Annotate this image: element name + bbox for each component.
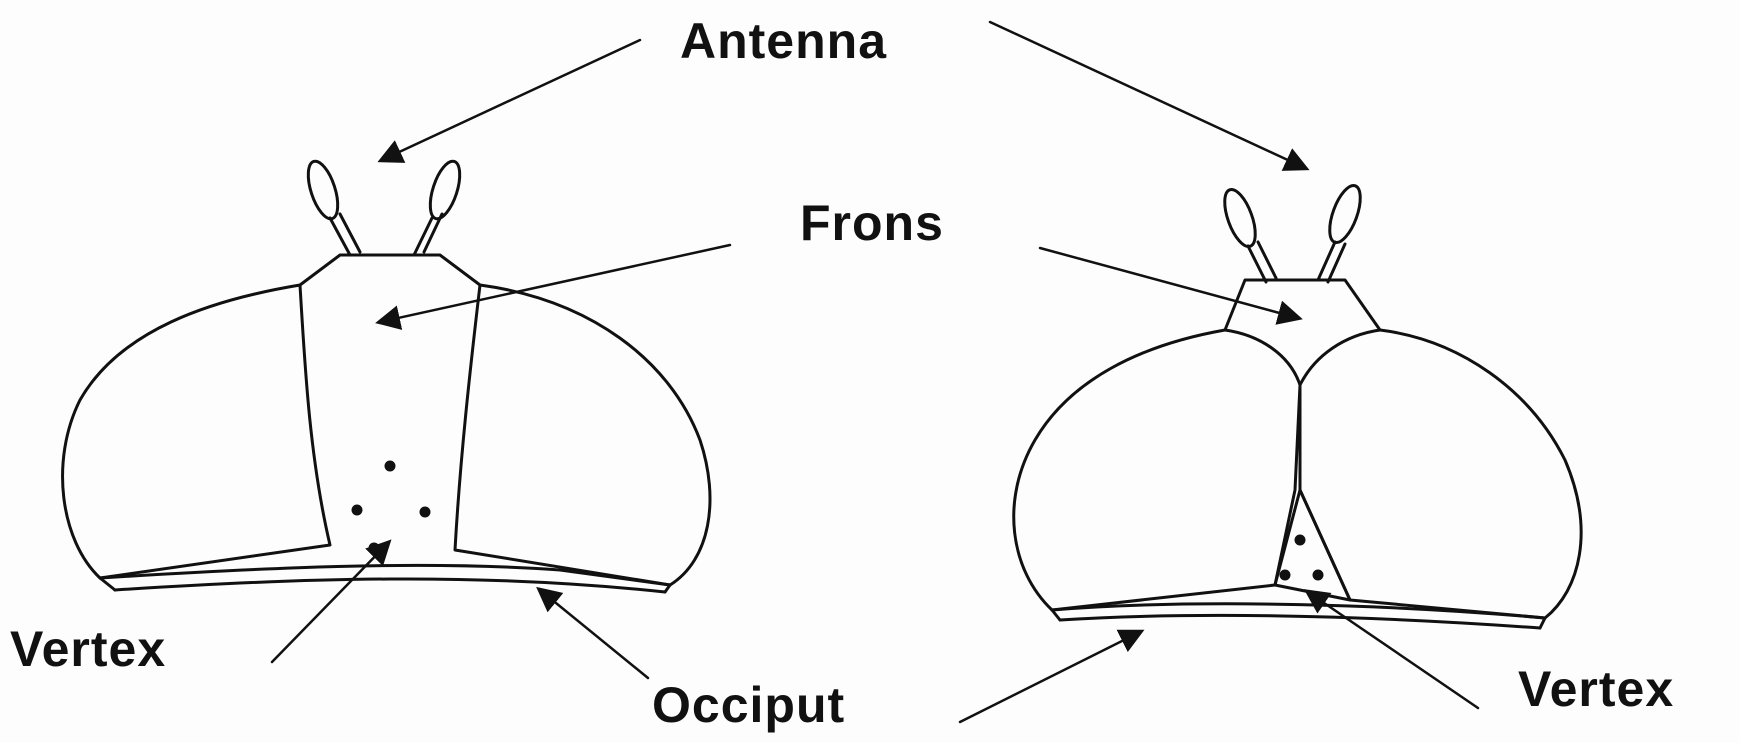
vertex-arrow-left <box>272 543 388 662</box>
left-head-antenna-right <box>414 158 466 255</box>
antenna-label: Antenna <box>680 12 887 70</box>
left-head-right-eye <box>455 285 710 585</box>
vertex-label-right: Vertex <box>1518 660 1674 718</box>
occiput-label: Occiput <box>652 676 845 734</box>
right-head-antenna-right <box>1318 182 1367 282</box>
right-head-right-eye <box>1300 330 1581 618</box>
occiput-arrow-left <box>540 590 648 678</box>
left-head <box>63 158 710 592</box>
right-head <box>1014 182 1581 628</box>
frons-arrow-left <box>380 245 730 322</box>
frons-arrow-right <box>1040 248 1298 318</box>
right-head-vertex-triangle <box>1275 490 1350 600</box>
occiput-arrow-right <box>960 632 1140 722</box>
left-head-antenna-left <box>302 158 360 255</box>
left-head-frons-outline <box>300 255 480 285</box>
left-head-occiput <box>100 565 670 585</box>
vertex-label-left: Vertex <box>10 620 166 678</box>
antenna-arrow-left <box>382 40 640 160</box>
right-head-left-eye <box>1014 330 1300 610</box>
right-head-antenna-left <box>1218 186 1276 282</box>
frons-label: Frons <box>800 194 944 252</box>
antenna-arrow-right <box>990 22 1305 168</box>
left-head-left-eye <box>63 285 330 578</box>
